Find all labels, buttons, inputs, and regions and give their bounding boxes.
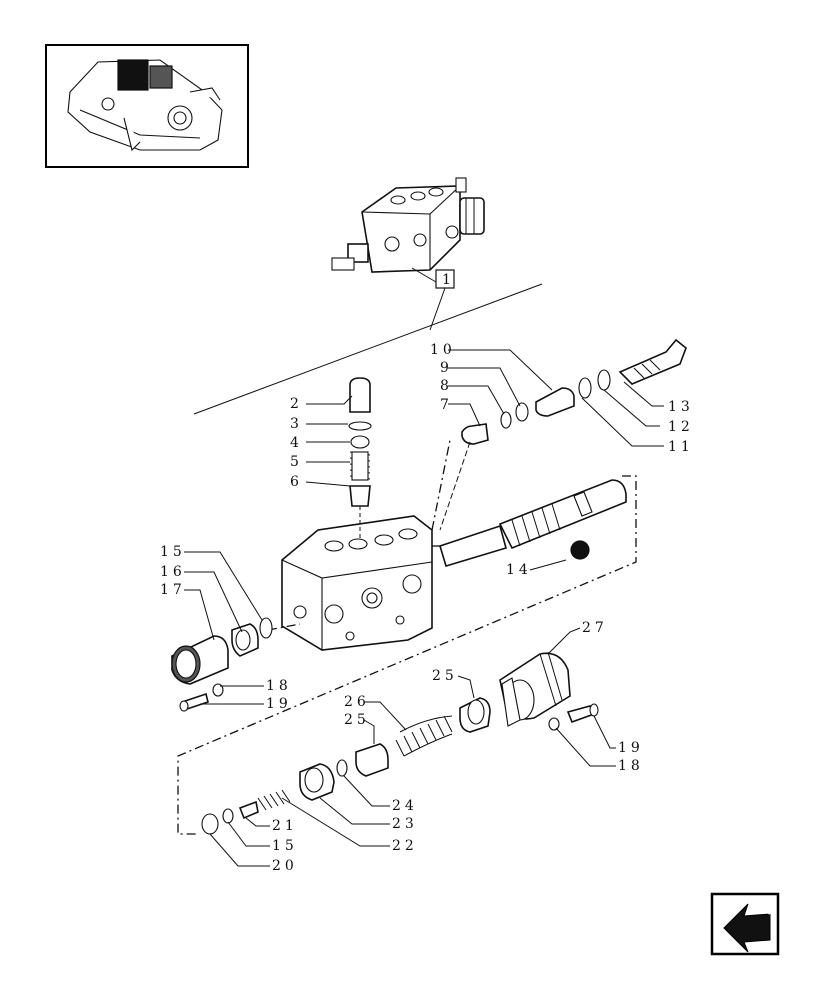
callout-27: 27	[582, 620, 608, 636]
callout-25-upper: 25	[432, 668, 458, 684]
callout-12: 12	[668, 419, 694, 435]
assembly-thumbnail-icon[interactable]	[45, 44, 249, 168]
callout-20: 20	[272, 858, 298, 874]
callout-15-lower: 15	[272, 838, 298, 854]
callout-18-left: 18	[266, 678, 292, 694]
left-end-cap-parts	[171, 617, 273, 712]
callout-13: 13	[668, 399, 694, 415]
callout-7: 7	[440, 397, 453, 413]
callout-17: 17	[160, 582, 186, 598]
lower-spring-parts	[201, 715, 453, 835]
callout-14: 14	[506, 562, 532, 578]
callout-labels: 2 3 4 5 6 7 8 9 10 11 12 13 14 15 16 17 …	[160, 342, 694, 874]
callout-3: 3	[290, 416, 303, 432]
callout-16: 16	[160, 564, 186, 580]
separator-line	[193, 283, 543, 415]
callout-26: 26	[344, 694, 370, 710]
assembly-path-lines	[177, 439, 637, 835]
callout-19-right: 19	[618, 740, 644, 756]
callout-2: 2	[290, 396, 303, 412]
spool-part	[432, 479, 627, 567]
callout-8: 8	[440, 378, 453, 394]
callout-4: 4	[290, 435, 303, 451]
right-cover-parts	[459, 651, 599, 733]
valve-body	[281, 515, 433, 651]
valve-assembly-overview: 1	[331, 177, 485, 331]
callout-6: 6	[290, 474, 303, 490]
callout-24: 24	[392, 798, 418, 814]
callout-22: 22	[392, 838, 418, 854]
callout-23: 23	[392, 816, 418, 832]
callout-21: 21	[272, 818, 298, 834]
callout-18-right: 18	[618, 758, 644, 774]
callout-11: 11	[668, 439, 694, 455]
callout-1: 1	[442, 272, 451, 288]
leader-lines	[184, 349, 664, 867]
pressure-relief-stack	[348, 377, 372, 540]
callout-19-left: 19	[266, 696, 292, 712]
previous-page-arrow-icon[interactable]	[710, 892, 780, 956]
callout-15-upper: 15	[160, 544, 186, 560]
callout-9: 9	[440, 360, 453, 376]
callout-5: 5	[290, 454, 303, 470]
callout-10: 10	[430, 342, 456, 358]
callout-25-lower: 25	[344, 712, 370, 728]
